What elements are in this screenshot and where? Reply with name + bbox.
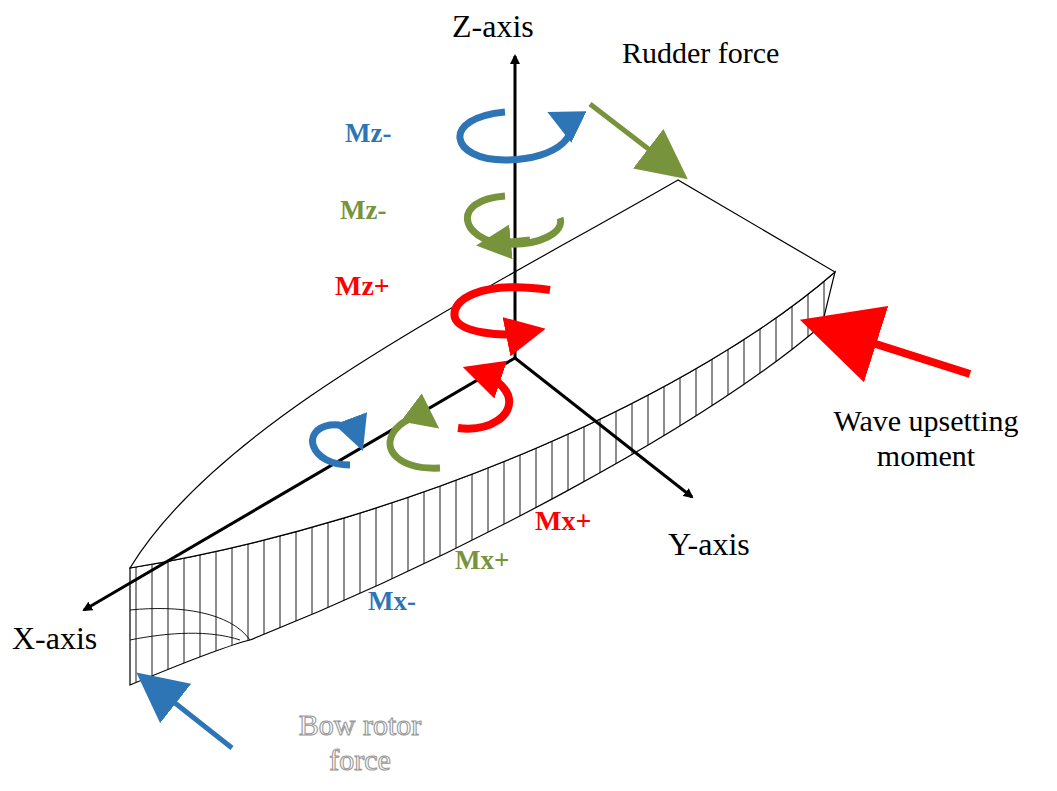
bow-rotor-arrow [156,688,232,748]
mx-moment-green [390,417,440,468]
axis-label: Z-axis [452,8,534,45]
axis-label: Y-axis [668,526,750,563]
mz-moment-green [467,196,560,244]
mx-moment-red [458,372,509,429]
moment-label: Mx- [368,586,416,617]
wave-arrow [838,332,970,374]
moment-label: Mz- [340,195,386,226]
force-label: Rudder force [622,36,779,71]
moment-label: Mz+ [335,270,390,302]
rudder-force-arrow [590,104,668,164]
force-label: Bow rotor force [278,708,442,777]
mz-moment-red [454,287,550,334]
x-axis-line [84,358,515,610]
deck-outline [130,180,835,568]
moment-label: Mx+ [455,545,509,576]
bow-lines [130,609,250,640]
mx-moment-blue [313,425,358,465]
y-axis-line [515,358,692,497]
moment-label: Mz- [345,118,391,149]
force-label: Wave upsetting moment [800,404,1052,473]
z-axis-line [514,56,517,358]
mz-moment-blue [460,112,570,160]
mz-moment-green-head [490,240,530,244]
moment-label: Mx+ [535,505,591,537]
axis-label: X-axis [12,620,97,657]
